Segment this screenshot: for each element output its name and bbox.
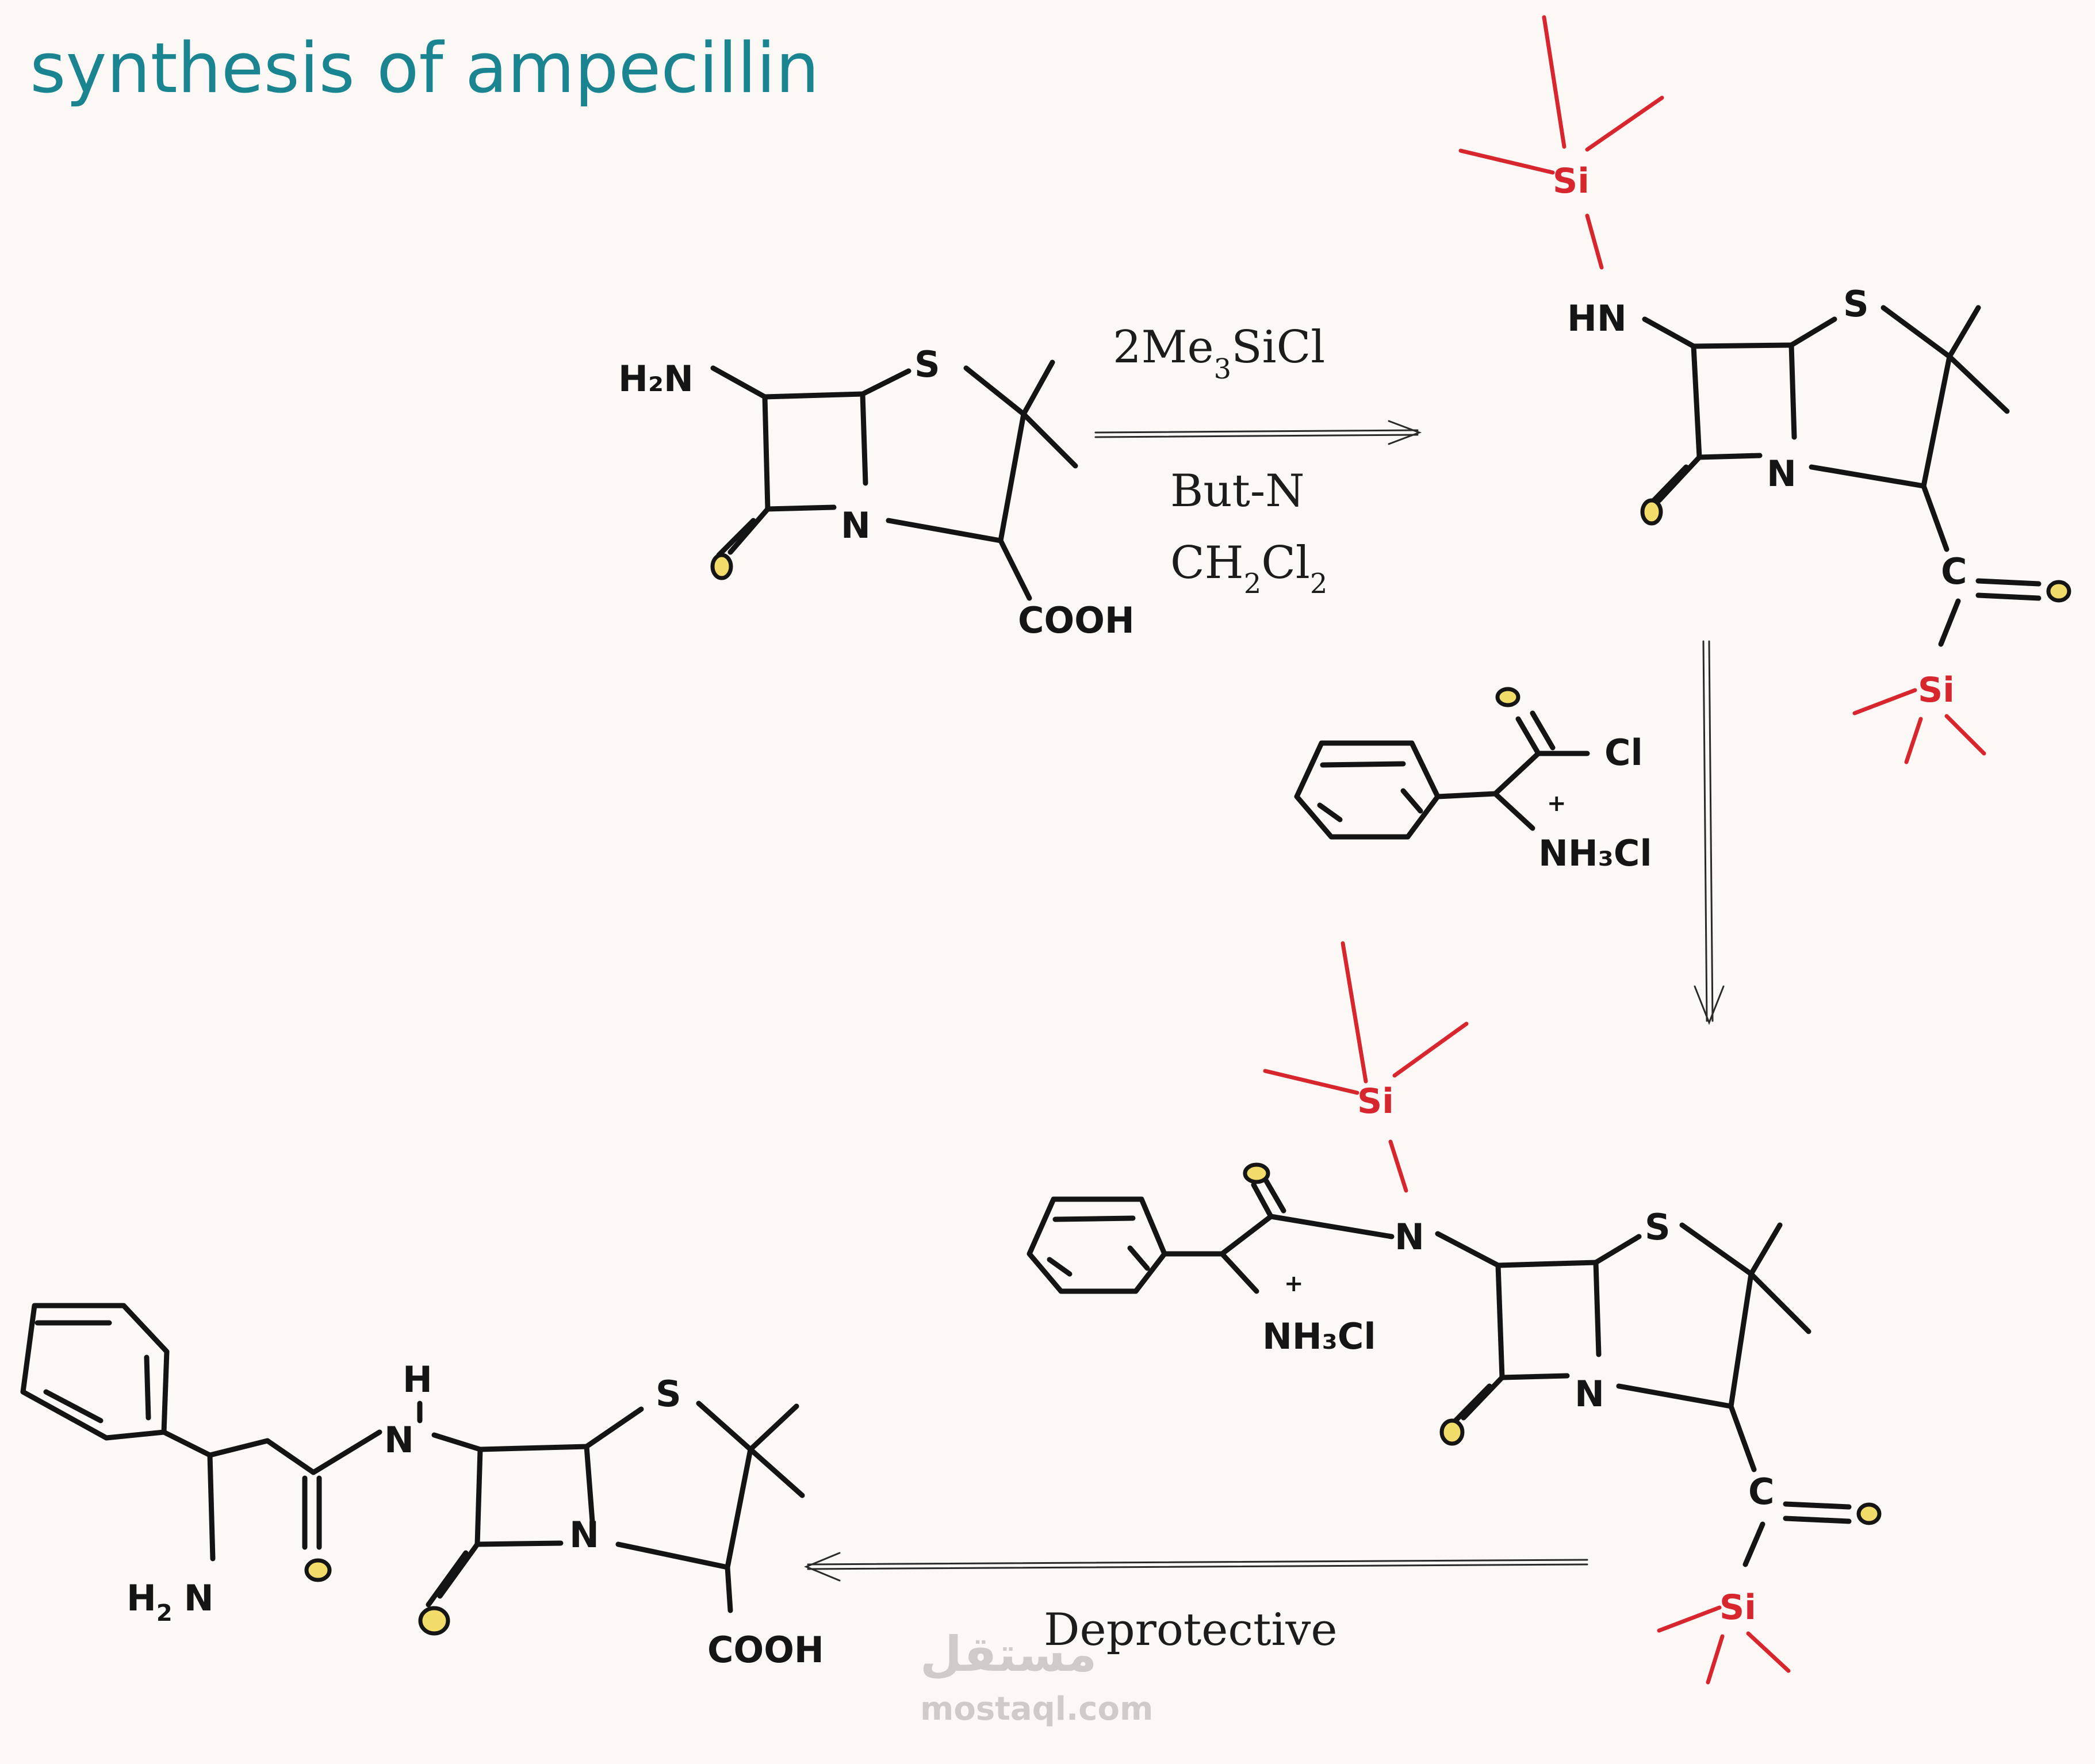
atom-n: N	[1767, 453, 1797, 495]
molecule-acylated-intermediate: Si	[1027, 941, 1882, 1685]
atom-cooh: COOH	[707, 1629, 824, 1671]
reagent-butn: But-N	[1170, 465, 1305, 517]
silicon-atom-ester: Si	[1918, 670, 1955, 710]
charge-plus: +	[1284, 1271, 1304, 1297]
oxygen-atom	[1495, 687, 1520, 707]
atom-nh3cl: NH₃Cl	[1262, 1315, 1376, 1357]
reaction-arrow-1: 2Me3SiCl But-N CH2Cl2	[1094, 322, 1422, 600]
watermark: مستقل mostaql.com	[920, 1626, 1153, 1728]
molecule-6-apa: H₂N S N COOH	[618, 343, 1135, 641]
oxygen-atom	[418, 1606, 450, 1636]
atom-s: S	[656, 1373, 681, 1415]
charge-plus: +	[1547, 790, 1567, 817]
svg-text:2Me3SiCl: 2Me3SiCl	[1113, 322, 1325, 385]
oxygen-atom	[1243, 1162, 1270, 1184]
watermark-latin: mostaql.com	[920, 1690, 1153, 1728]
oxygen-atom	[2046, 580, 2071, 603]
atom-cooh: COOH	[1018, 599, 1135, 641]
silicon-atom-amide: Si	[1357, 1081, 1394, 1122]
reagent-solvent: CH2Cl2	[1170, 537, 1327, 600]
oxygen-atom	[1640, 498, 1663, 526]
atom-nh3cl: NH₃Cl	[1538, 832, 1652, 874]
atom-h2n: H₂N	[618, 358, 694, 400]
oxygen-atom	[710, 553, 733, 580]
atom-n-amide: N	[1395, 1216, 1424, 1258]
reaction-arrow-2	[1694, 640, 1725, 1026]
atom-cl: Cl	[1604, 732, 1643, 774]
atom-n: N	[841, 504, 871, 546]
atom-c: C	[1748, 1471, 1775, 1513]
scheme-title: synthesis of ampecillin	[30, 29, 819, 109]
atom-s: S	[1645, 1206, 1671, 1248]
atom-s: S	[914, 343, 940, 385]
oxygen-atom	[1856, 1502, 1882, 1525]
atom-h: H	[403, 1359, 432, 1401]
oxygen-atom	[1439, 1418, 1465, 1446]
reagent-phenylglycyl-chloride: Cl + NH₃Cl	[1294, 687, 1652, 874]
oxygen-atom	[304, 1558, 332, 1582]
reagent-me3sicl: 2Me	[1113, 322, 1214, 373]
reaction-arrow-3: Deprotective	[804, 1552, 1588, 1656]
molecule-bis-silyl: Si HN S N C	[1458, 15, 2071, 764]
atom-hn: HN	[1567, 297, 1627, 339]
atom-c: C	[1941, 550, 1967, 592]
deprotection-label: Deprotective	[1044, 1604, 1338, 1656]
silicon-atom-top: Si	[1553, 161, 1590, 201]
silicon-atom-ester: Si	[1719, 1587, 1756, 1628]
atom-n: N	[569, 1514, 599, 1556]
atom-n: N	[1575, 1373, 1604, 1415]
atom-n-amide: N	[384, 1419, 414, 1461]
atom-s: S	[1843, 283, 1869, 325]
watermark-arabic: مستقل	[920, 1626, 1097, 1682]
